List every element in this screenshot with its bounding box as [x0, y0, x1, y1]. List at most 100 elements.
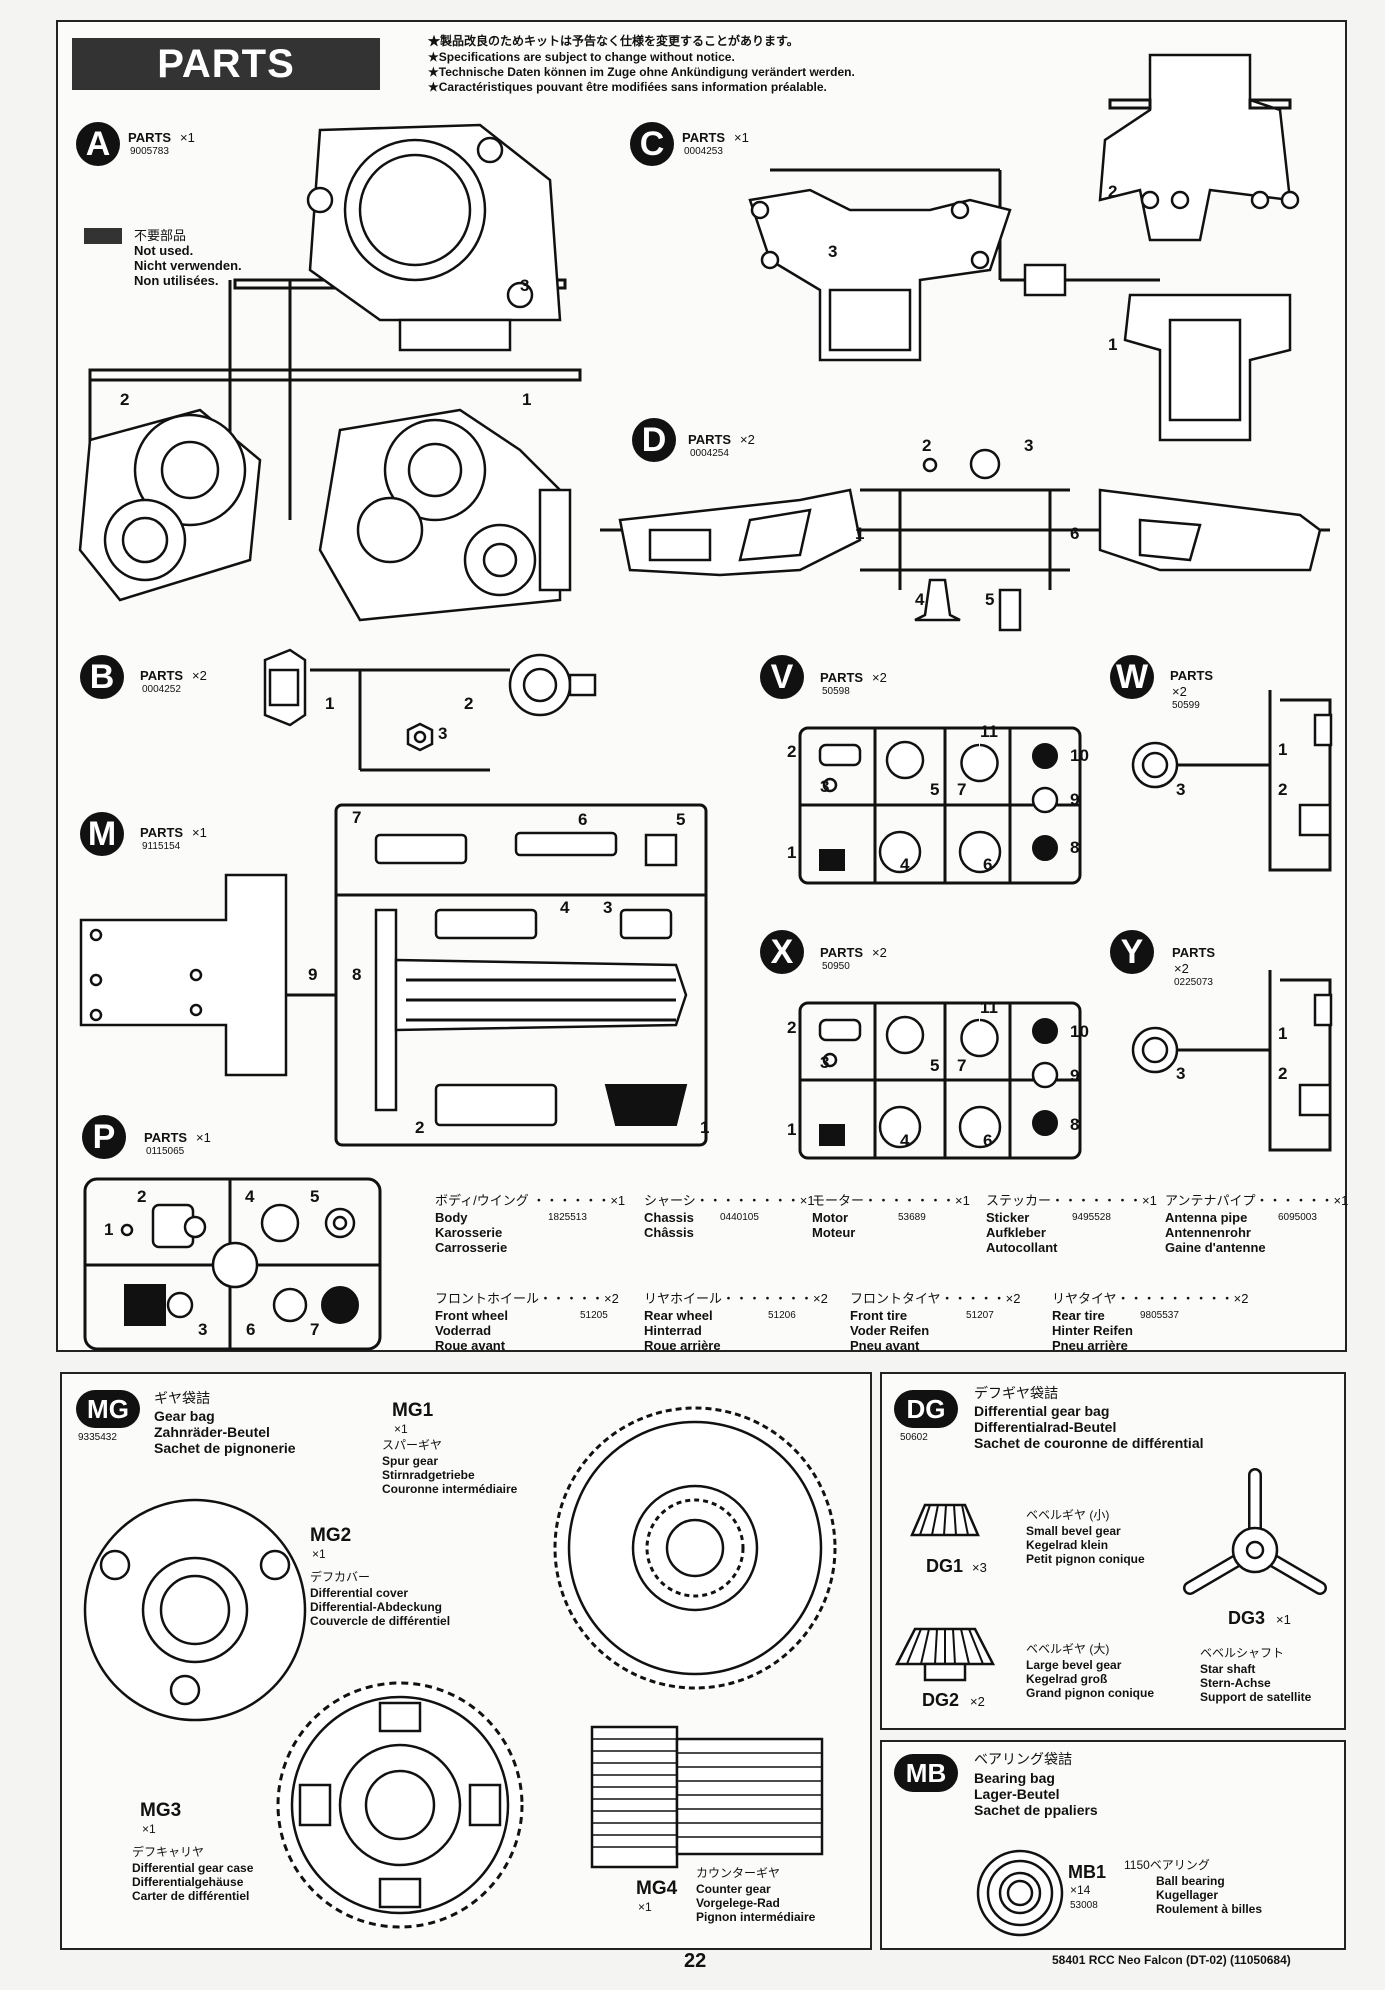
- sprue-y-qty: ×2: [1174, 961, 1189, 976]
- sprue-d-badge: D: [632, 418, 676, 462]
- sprue-x-num-10: 10: [1070, 1022, 1089, 1041]
- sprue-d-num-6: 6: [1070, 524, 1080, 543]
- sprue-x-num-11: 11: [980, 998, 998, 1017]
- mg2-fr: Couvercle de différentiel: [310, 1614, 451, 1628]
- mg1-label: MG1: [392, 1400, 434, 1421]
- sprue-m-badge: M: [80, 812, 124, 856]
- mb1-label: MB1: [1068, 1862, 1107, 1882]
- sprue-c-num-3: 3: [828, 242, 838, 261]
- mg4-qty: ×1: [638, 1900, 652, 1914]
- mg1-qty: ×1: [394, 1422, 408, 1436]
- sprue-x-code: 50950: [822, 961, 850, 972]
- sprue-p-num-2: 2: [137, 1187, 147, 1206]
- mg4-label: MG4: [636, 1878, 678, 1899]
- mg-fr: Sachet de pignonerie: [154, 1440, 296, 1456]
- sprue-w-num-3: 3: [1176, 780, 1186, 799]
- sprue-v-num-3: 3: [820, 777, 830, 796]
- sprue-w-qty: ×2: [1172, 684, 1187, 699]
- sprue-c-num-1: 1: [1108, 335, 1118, 354]
- sprue-v-num-4: 4: [900, 855, 910, 874]
- sprue-y-badge: Y: [1110, 930, 1154, 974]
- footer-product-info: 58401 RCC Neo Falcon (DT-02) (11050684): [1052, 1953, 1291, 1967]
- sprue-m-drawing: [79, 803, 708, 1147]
- dg-code: 50602: [900, 1432, 928, 1443]
- sprue-a-qty: ×1: [180, 130, 195, 145]
- sprue-p-qty: ×1: [196, 1130, 211, 1145]
- page-title: PARTS: [72, 38, 380, 90]
- dg3-star-shaft-drawing: [1183, 1468, 1327, 1595]
- sprue-a-code: 9005783: [130, 146, 169, 157]
- sprue-c-num-2: 2: [1108, 182, 1118, 201]
- mg2-jp: デフカバー: [310, 1570, 371, 1584]
- sprue-v-num-2: 2: [787, 742, 797, 761]
- sprue-a-badge: A: [76, 122, 120, 166]
- mb-jp: ベアリング袋詰: [974, 1751, 1072, 1767]
- mg1-fr: Couronne intermédiaire: [382, 1482, 518, 1496]
- sprue-c-qty: ×1: [734, 130, 749, 145]
- mg2-qty: ×1: [312, 1547, 326, 1561]
- sprue-v-num-9: 9: [1070, 790, 1080, 809]
- not-used-swatch: [84, 228, 122, 244]
- dg2-large-bevel-gear-drawing: [894, 1627, 996, 1682]
- mb1-fr: Roulement à billes: [1156, 1902, 1263, 1916]
- sprue-v-num-10: 10: [1070, 746, 1089, 765]
- sprue-d-num-3: 3: [1024, 436, 1034, 455]
- sprue-b-num-3: 3: [438, 724, 448, 743]
- sprue-b-drawing: [263, 648, 597, 772]
- mb1-jp: 1150ベアリング: [1124, 1858, 1210, 1872]
- sprue-d-parts-label: PARTS: [688, 432, 732, 447]
- sprue-a-drawing: [78, 123, 582, 622]
- sprue-x-drawing: [798, 1001, 1082, 1160]
- mg3-fr: Carter de différentiel: [132, 1889, 250, 1903]
- dg-fr: Sachet de couronne de différential: [974, 1435, 1204, 1451]
- mg4-fr: Pignon intermédiaire: [696, 1910, 816, 1924]
- sprue-m-num-5: 5: [676, 810, 686, 829]
- sprue-v-num-7: 7: [957, 780, 967, 799]
- mb-fr: Sachet de ppaliers: [974, 1802, 1098, 1818]
- sprue-m-num-6: 6: [578, 810, 588, 829]
- mg1-spur-gear-drawing: [553, 1406, 837, 1690]
- sprue-x-parts-label: PARTS: [820, 945, 864, 960]
- sprue-m-qty: ×1: [192, 825, 207, 840]
- sprue-v-num-1: 1: [787, 843, 797, 862]
- sprue-m-num-1: 1: [700, 1118, 710, 1137]
- sprue-x-num-7: 7: [957, 1056, 967, 1075]
- mb-badge: MB: [894, 1754, 958, 1792]
- dg2-jp: ベベルギヤ (大): [1026, 1642, 1110, 1656]
- notice-fr: ★Caractéristiques pouvant être modifiées…: [428, 80, 827, 94]
- sprue-d-qty: ×2: [740, 432, 755, 447]
- mg-en: Gear bag: [154, 1408, 215, 1424]
- sprue-m-num-2: 2: [415, 1118, 425, 1137]
- sprue-d-num-2: 2: [922, 436, 932, 455]
- sprue-b-qty: ×2: [192, 668, 207, 683]
- sprue-v-drawing: [798, 726, 1082, 885]
- sprue-m-num-4: 4: [560, 898, 570, 917]
- mg3-qty: ×1: [142, 1822, 156, 1836]
- sprue-a-parts-label: PARTS: [128, 130, 172, 145]
- dg-de: Differentialrad-Beutel: [974, 1419, 1117, 1435]
- sprue-x-num-2: 2: [787, 1018, 797, 1037]
- sprue-v-num-11: 11: [980, 722, 998, 741]
- sprue-a-num-3: 3: [520, 276, 530, 295]
- dg2-label: DG2: [922, 1690, 960, 1710]
- sprue-a-num-2: 2: [120, 390, 130, 409]
- sprue-w-drawing: [1131, 690, 1333, 872]
- sprue-y-num-2: 2: [1278, 1064, 1288, 1083]
- sprue-c-parts-label: PARTS: [682, 130, 726, 145]
- sprue-x-qty: ×2: [872, 945, 887, 960]
- legend-en: Not used.: [134, 243, 194, 258]
- sprue-y-code: 0225073: [1174, 977, 1213, 988]
- sprue-m-num-7: 7: [352, 808, 362, 827]
- mg-jp: ギヤ袋詰: [154, 1390, 210, 1406]
- sprue-x-num-3: 3: [820, 1053, 830, 1072]
- sprue-m-parts-label: PARTS: [140, 825, 184, 840]
- mg3-de: Differentialgehäuse: [132, 1875, 244, 1889]
- dg3-jp: ベベルシャフト: [1200, 1646, 1285, 1660]
- sprue-w-code: 50599: [1172, 700, 1200, 711]
- mg1-en: Spur gear: [382, 1454, 439, 1468]
- sprue-d-num-1: 1: [855, 524, 865, 543]
- sprue-p-num-3: 3: [198, 1320, 208, 1339]
- sprue-a-num-1: 1: [522, 390, 532, 409]
- mg-code: 9335432: [78, 1432, 117, 1443]
- dg1-label: DG1: [926, 1556, 964, 1576]
